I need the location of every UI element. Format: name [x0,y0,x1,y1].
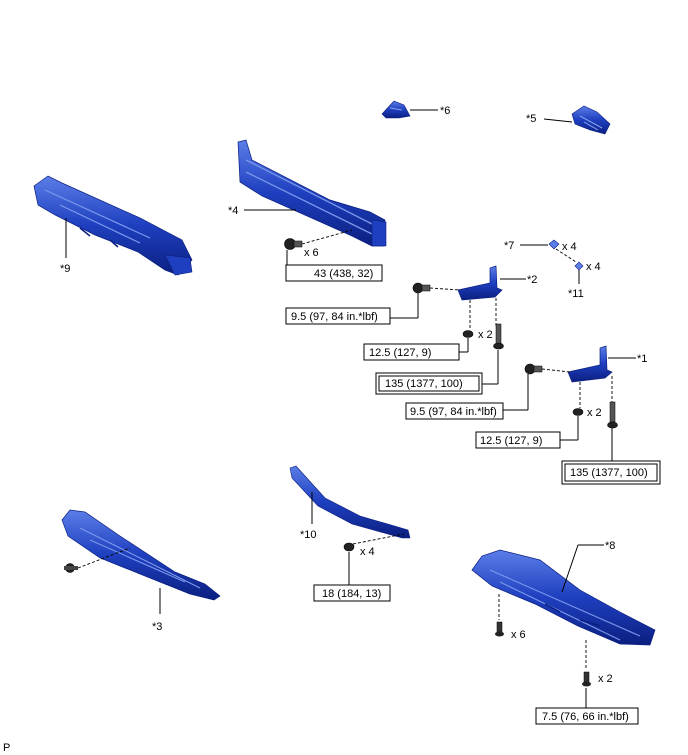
stud-bolt-icon [607,401,618,429]
part-8-under-cover [471,549,656,646]
callout-11: *11 [568,288,584,300]
callout-1: *1 [637,353,647,365]
qty-screw-8a: x 6 [511,629,526,641]
bolt-icon [412,282,431,294]
nut-icon [343,542,355,552]
nut-icon [572,408,584,416]
torque-12-5-b: 12.5 (127, 9) [480,435,542,447]
bolt-icon [524,363,543,375]
callout-7: *7 [504,240,514,252]
part-5-bracket [571,105,611,135]
clip-11-icon [574,261,584,271]
qty-clip-7: x 4 [562,241,577,253]
callout-3: *3 [152,621,162,633]
corner-mark: P [3,742,10,754]
torque-7-5: 7.5 (76, 66 in.*lbf) [542,711,629,723]
qty-nut-1: x 2 [587,407,602,419]
part-10-strip [289,465,411,539]
qty-bolt-4: x 6 [304,247,319,259]
torque-135-b: 135 (1377, 100) [570,467,648,479]
stud-bolt-icon [493,323,504,350]
callout-4: *4 [228,205,238,217]
part-1-bracket [567,345,613,383]
callout-6: *6 [440,105,450,117]
part-2-bracket [457,265,503,301]
callout-10: *10 [300,529,317,541]
torque-9-5-a: 9.5 (97, 84 in.*lbf) [291,311,378,323]
screw-icon [582,671,591,687]
qty-screw-8b: x 2 [598,673,613,685]
torque-43: 43 (438, 32) [314,268,373,280]
part-4-reinforcement [237,139,387,247]
part-6-bracket [381,100,411,119]
qty-nut-2: x 2 [478,329,493,341]
screw-icon [495,621,504,637]
nut-icon [462,330,474,338]
callout-5: *5 [526,113,536,125]
qty-nut-10: x 4 [360,546,375,558]
qty-clip-11: x 4 [586,261,601,273]
torque-18: 18 (184, 13) [322,588,381,600]
torque-12-5-a: 12.5 (127, 9) [369,347,431,359]
callout-2: *2 [527,274,537,286]
part-9-absorber [33,175,193,276]
callout-9: *9 [60,263,70,275]
clip-icon [64,563,78,573]
bolt-icon [284,238,303,250]
callout-8: *8 [605,540,615,552]
clip-7-icon [548,239,560,250]
torque-135-a: 135 (1377, 100) [385,378,463,390]
torque-9-5-b: 9.5 (97, 84 in.*lbf) [410,406,497,418]
part-3-absorber [61,509,221,601]
